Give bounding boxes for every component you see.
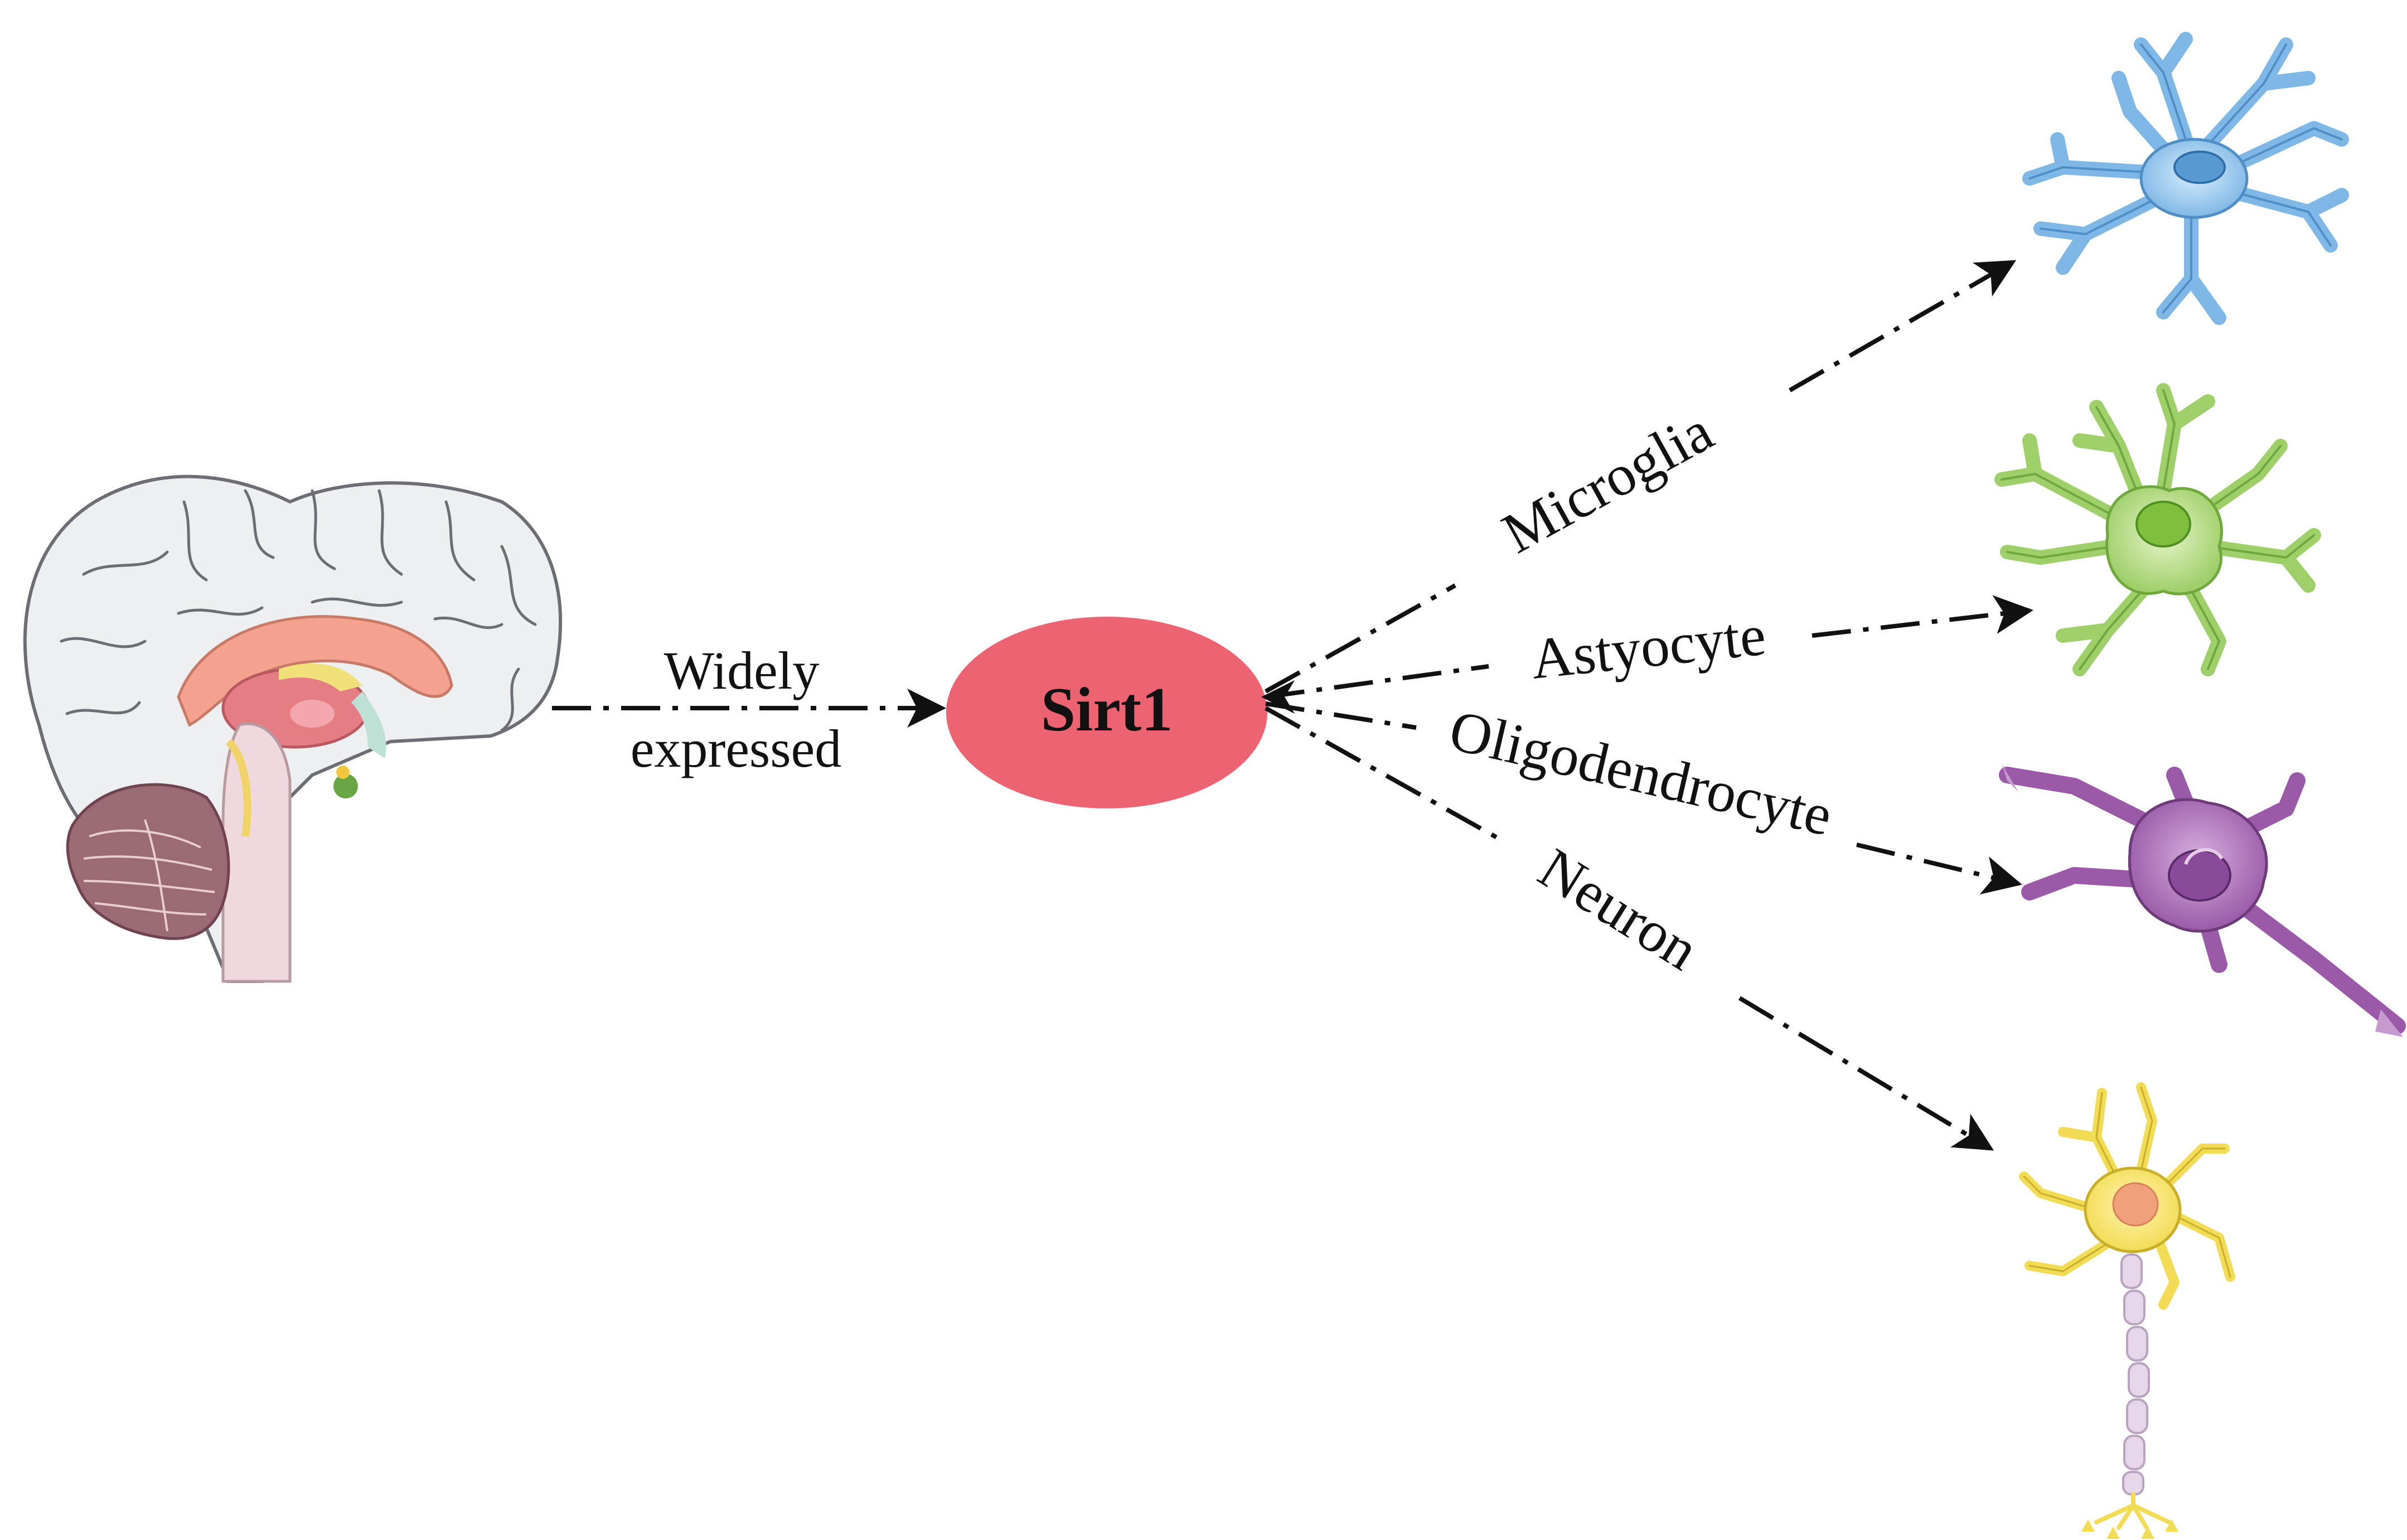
- edge-label-expressed: expressed: [631, 719, 842, 778]
- target-label-neuron: Neuron: [1528, 836, 1709, 982]
- edge-sirt1-astrocyte-a: [1265, 664, 1489, 699]
- edge-sirt1-oligodendrocyte-b: [1856, 842, 2022, 895]
- sirt1-label: Sirt1: [1041, 675, 1173, 744]
- neuron-cell-icon: [2019, 1082, 2235, 1539]
- microglia-cell-icon: [2022, 32, 2349, 325]
- edge-sirt1-neuron-b: [1738, 996, 1994, 1151]
- edge-sirt1-astrocyte-b: [1812, 595, 2033, 638]
- target-label-microglia: Microglia: [1492, 399, 1723, 565]
- edge-sirt1-neuron-a: [1265, 706, 1501, 841]
- target-label-oligodendrocyte: Oligodendrocyte: [1444, 698, 1838, 848]
- edge-sirt1-microglia-a: [1265, 583, 1456, 694]
- astrocyte-cell-icon: [1994, 383, 2321, 676]
- oligodendrocyte-cell-icon: [1999, 764, 2406, 1037]
- edge-sirt1-microglia-b: [1789, 260, 2017, 393]
- edge-label-widely: Widely: [664, 641, 820, 700]
- sirt1-incoming-arrowheads: [1261, 680, 1295, 714]
- brain-icon: [23, 474, 563, 983]
- target-label-astyocyte: Astyocyte: [1528, 603, 1769, 691]
- sirt1-node: Sirt1: [946, 617, 1267, 808]
